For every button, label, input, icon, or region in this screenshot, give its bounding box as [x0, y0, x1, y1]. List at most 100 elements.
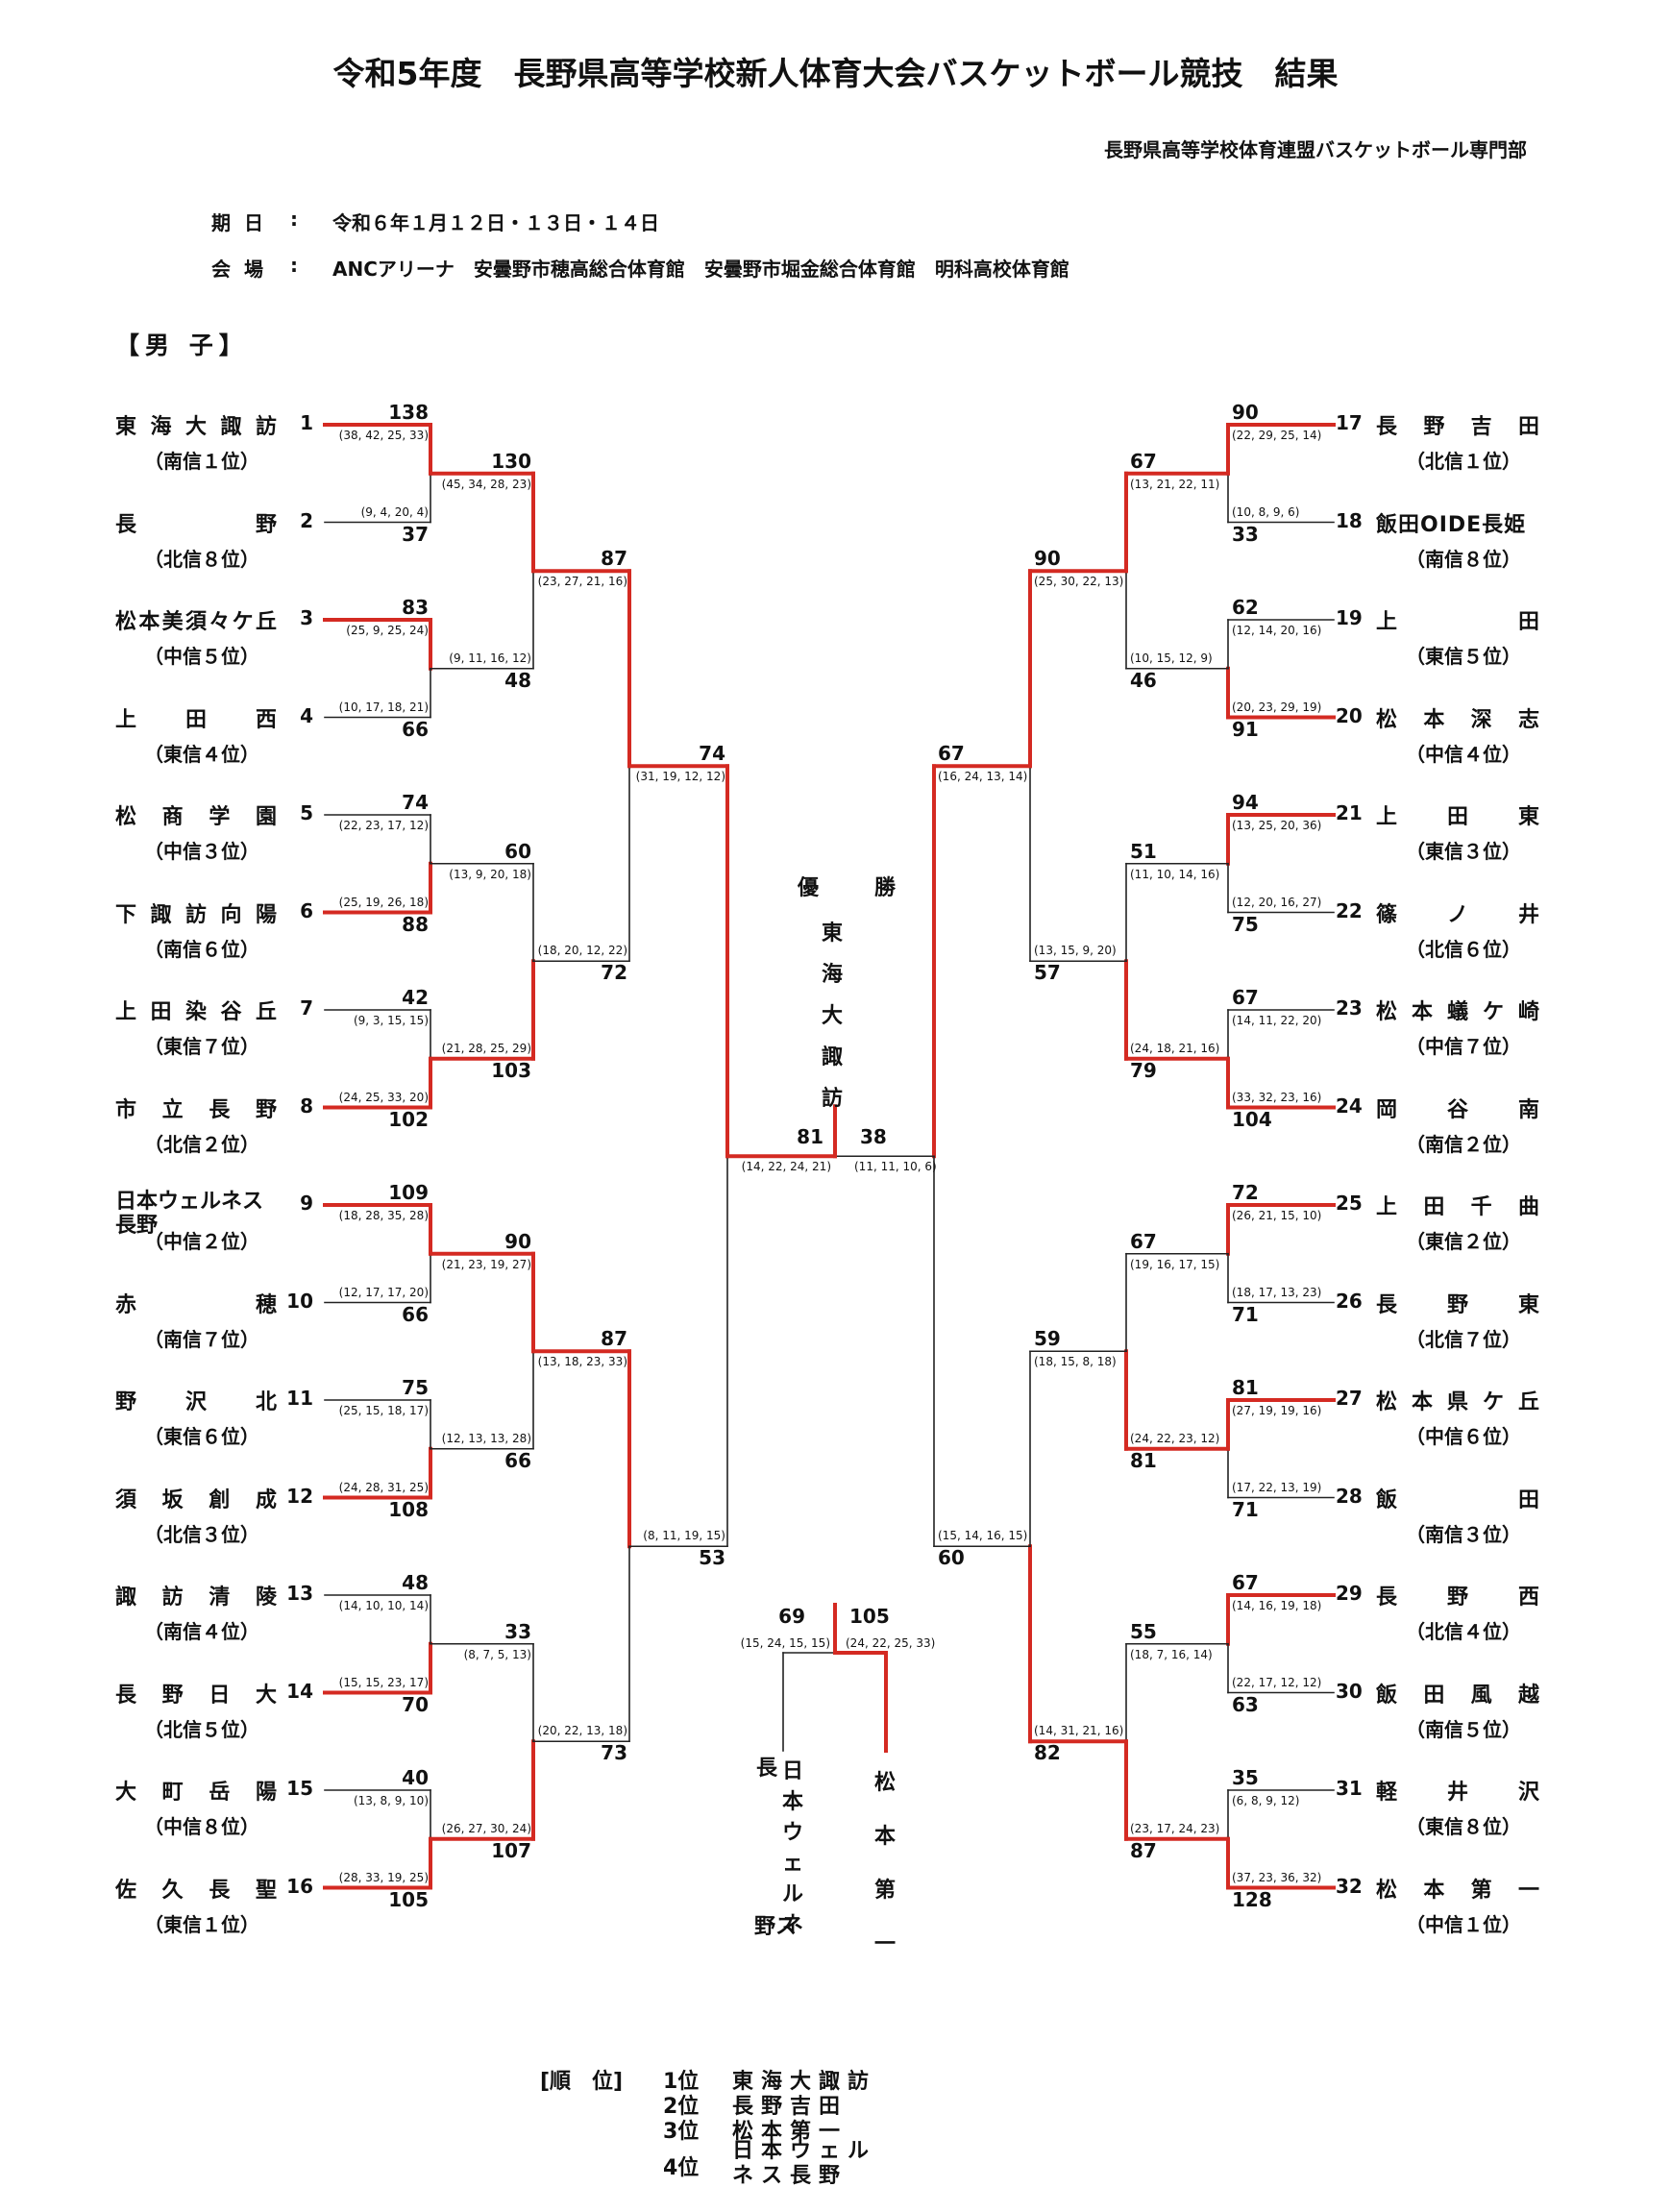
match-score: 107: [491, 1838, 531, 1862]
venue-colon: :: [290, 254, 298, 277]
quarter-scores: (18, 28, 35, 28): [338, 1209, 429, 1222]
team-name-left: 須坂創成: [115, 1487, 277, 1512]
seed-number-left: 13: [286, 1582, 313, 1605]
quarter-scores: (24, 25, 33, 20): [338, 1090, 429, 1104]
match-score: 67: [938, 742, 965, 766]
quarter-scores: (10, 17, 18, 21): [338, 700, 429, 714]
quarter-scores: (19, 16, 17, 15): [1130, 1257, 1220, 1271]
champion-char: 諏: [821, 1045, 843, 1069]
quarter-scores: (12, 13, 13, 28): [441, 1431, 531, 1445]
quarter-scores: (10, 8, 9, 6): [1232, 504, 1300, 519]
match-score: 79: [1130, 1058, 1157, 1082]
team-name-left: 大町岳陽: [115, 1781, 277, 1805]
match-score: 62: [1232, 596, 1259, 619]
team-name-left: 赤穂: [115, 1292, 277, 1317]
champion-char: 海: [821, 963, 843, 987]
date-colon: :: [290, 208, 298, 231]
third-score-right: 105: [849, 1605, 890, 1628]
team-region-left: （東信６位）: [144, 1425, 259, 1448]
quarter-scores: (27, 19, 19, 16): [1232, 1404, 1322, 1417]
team-region-right: （中信１位）: [1406, 1912, 1521, 1936]
seed-number-left: 5: [300, 801, 313, 824]
quarter-scores: (13, 8, 9, 10): [353, 1794, 429, 1807]
seed-number-right: 31: [1336, 1777, 1363, 1800]
quarter-scores: (13, 18, 23, 33): [537, 1355, 627, 1369]
match-score: 128: [1232, 1887, 1272, 1911]
match-score: 81: [1130, 1448, 1157, 1472]
ranking-team: 長野吉田: [732, 2095, 848, 2119]
quarter-scores: (25, 19, 26, 18): [338, 895, 429, 909]
team-region-right: （南信２位）: [1406, 1132, 1521, 1156]
match-score: 71: [1232, 1497, 1259, 1521]
team-name-right: 飯田OIDE長姫: [1376, 512, 1527, 537]
match-score: 130: [491, 449, 531, 473]
match-score: 35: [1232, 1766, 1259, 1789]
match-score: 67: [1232, 986, 1259, 1009]
quarter-scores: (25, 30, 22, 13): [1034, 575, 1124, 589]
team-region-right: （北信１位）: [1406, 450, 1521, 473]
match-score: 75: [402, 1376, 429, 1399]
third-score-left: 69: [778, 1605, 805, 1628]
match-score: 51: [1130, 839, 1157, 863]
team-name-left: 日本ウェルネス長野: [115, 1190, 264, 1238]
match-score: 102: [388, 1107, 429, 1131]
team-name-left: 下諏訪向陽: [115, 902, 277, 927]
team-region-left: （中信５位）: [144, 645, 259, 668]
third-left-name: 日本ウェルネ: [781, 1759, 803, 1937]
quarter-scores: (18, 15, 8, 18): [1034, 1355, 1117, 1369]
match-score: 48: [402, 1571, 429, 1594]
team-name-left: 松商学園: [115, 805, 277, 829]
section-label: 【男 子】: [115, 332, 249, 359]
quarter-scores: (14, 31, 21, 16): [1034, 1724, 1124, 1738]
team-region-left: （中信２位）: [144, 1230, 259, 1253]
quarter-scores: (18, 7, 16, 14): [1130, 1647, 1213, 1661]
match-score: 55: [1130, 1619, 1157, 1643]
seed-number-right: 22: [1336, 898, 1363, 922]
seed-number-right: 19: [1336, 606, 1363, 629]
team-name-left: 佐久長聖: [115, 1878, 277, 1903]
match-score: 60: [938, 1546, 965, 1570]
seed-number-left: 3: [300, 606, 313, 629]
team-region-right: （北信６位）: [1406, 937, 1521, 961]
seed-number-left: 2: [300, 508, 313, 532]
match-score: 66: [402, 717, 429, 741]
quarter-scores: (23, 27, 21, 16): [537, 575, 627, 589]
quarter-scores: (24, 18, 21, 16): [1130, 1041, 1220, 1055]
team-name-right: 長野東: [1376, 1292, 1539, 1317]
quarter-scores: (14, 11, 22, 20): [1232, 1014, 1322, 1027]
quarter-scores: (21, 28, 25, 29): [441, 1041, 531, 1055]
final-score-left: 81: [797, 1125, 823, 1149]
quarter-scores: (21, 23, 19, 27): [441, 1257, 531, 1271]
seed-number-left: 6: [300, 898, 313, 922]
quarter-scores: (23, 17, 24, 23): [1130, 1821, 1220, 1835]
quarter-scores: (22, 17, 12, 12): [1232, 1675, 1322, 1689]
quarter-scores: (13, 21, 22, 11): [1130, 477, 1220, 491]
match-score: 53: [699, 1546, 725, 1570]
match-score: 72: [1232, 1181, 1259, 1204]
team-region-left: （北信５位）: [144, 1717, 259, 1741]
seed-number-left: 7: [300, 996, 313, 1020]
match-score: 70: [402, 1692, 429, 1716]
champion-name: 東海大諏訪: [818, 913, 847, 1119]
ranking-team: 日本ウェルネス長野: [732, 2139, 877, 2188]
team-region-left: （北信８位）: [144, 547, 259, 571]
quarter-scores: (14, 10, 10, 14): [338, 1599, 429, 1612]
quarter-scores: (10, 15, 12, 9): [1130, 651, 1213, 665]
team-region-left: （南信６位）: [144, 937, 259, 961]
third-quarters-left: (15, 24, 15, 15): [740, 1636, 830, 1650]
match-score: 94: [1232, 791, 1259, 814]
match-score: 104: [1232, 1107, 1272, 1131]
champion-label: 優 勝: [798, 876, 914, 900]
match-score: 40: [402, 1766, 429, 1789]
match-score: 57: [1034, 961, 1061, 985]
page-title: 令和5年度 長野県高等学校新人体育大会バスケットボール競技 結果: [332, 55, 1339, 92]
seed-number-right: 32: [1336, 1874, 1363, 1898]
team-region-right: （南信８位）: [1406, 547, 1521, 571]
match-score: 66: [504, 1448, 531, 1472]
seed-number-left: 15: [286, 1777, 313, 1800]
match-score: 90: [1034, 547, 1061, 571]
quarter-scores: (24, 22, 23, 12): [1130, 1431, 1220, 1445]
organizer: 長野県高等学校体育連盟バスケットボール専門部: [1104, 138, 1527, 161]
seed-number-left: 12: [286, 1484, 313, 1508]
final-quarters-right: (11, 11, 10, 6): [854, 1160, 937, 1174]
